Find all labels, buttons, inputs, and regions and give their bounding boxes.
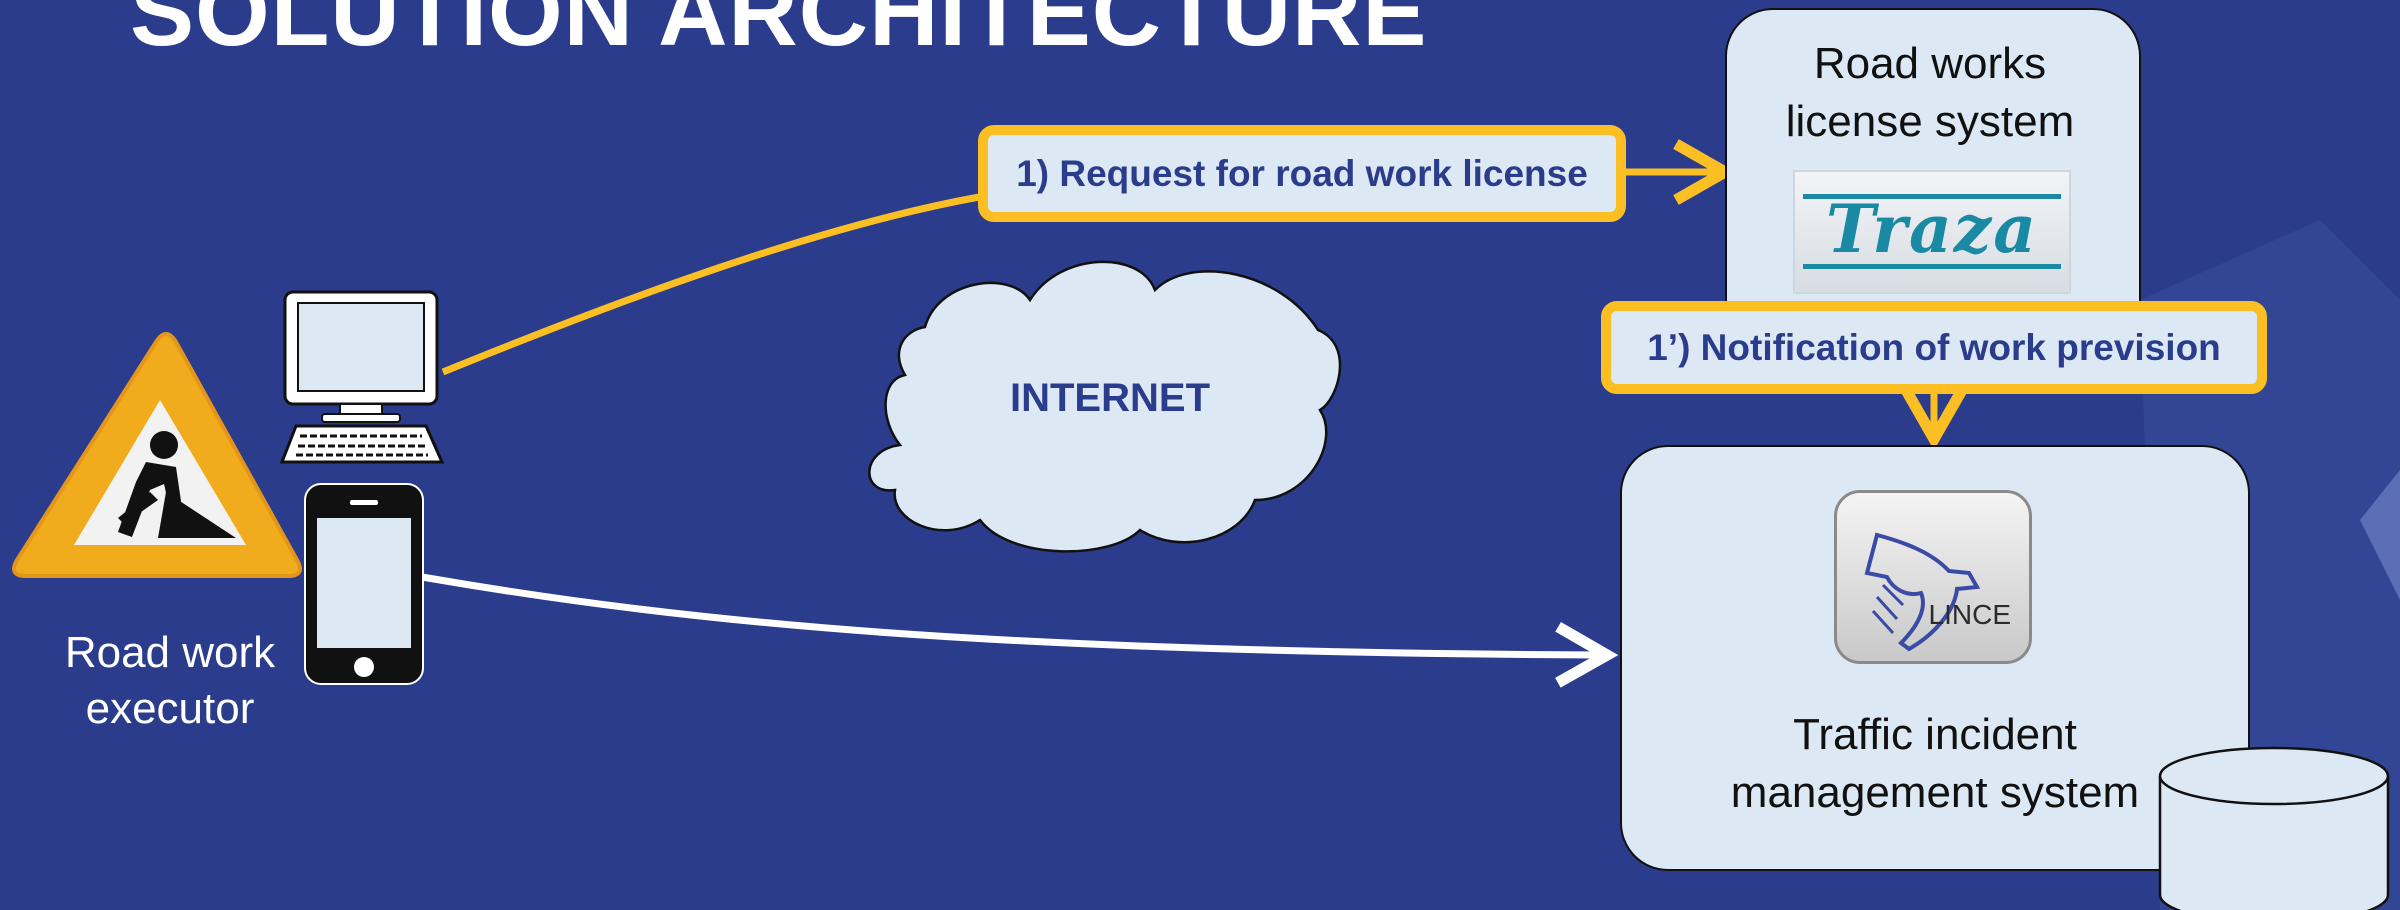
request-license-tag: 1) Request for road work license [978,125,1626,222]
notification-tag: 1’) Notification of work prevision [1601,301,2267,394]
license-system-label: Road works license system [1785,39,2075,146]
traza-logo: Traza [1793,170,2071,294]
lince-logo: LINCE [1834,490,2032,664]
traza-logo-text: Traza [1825,190,2039,268]
lynx-icon [1864,532,1981,652]
request-flow-line [441,192,986,376]
page-title: SOLUTION ARCHITECTURE [130,0,1428,66]
lince-logo-text: LINCE [1928,599,2011,630]
internet-label: INTERNET [1010,376,1210,420]
executor-label: Road work executor [64,628,276,733]
mobile-flow-arrow [421,573,1619,688]
incident-system-label: Traffic incident management system [1730,710,2140,817]
